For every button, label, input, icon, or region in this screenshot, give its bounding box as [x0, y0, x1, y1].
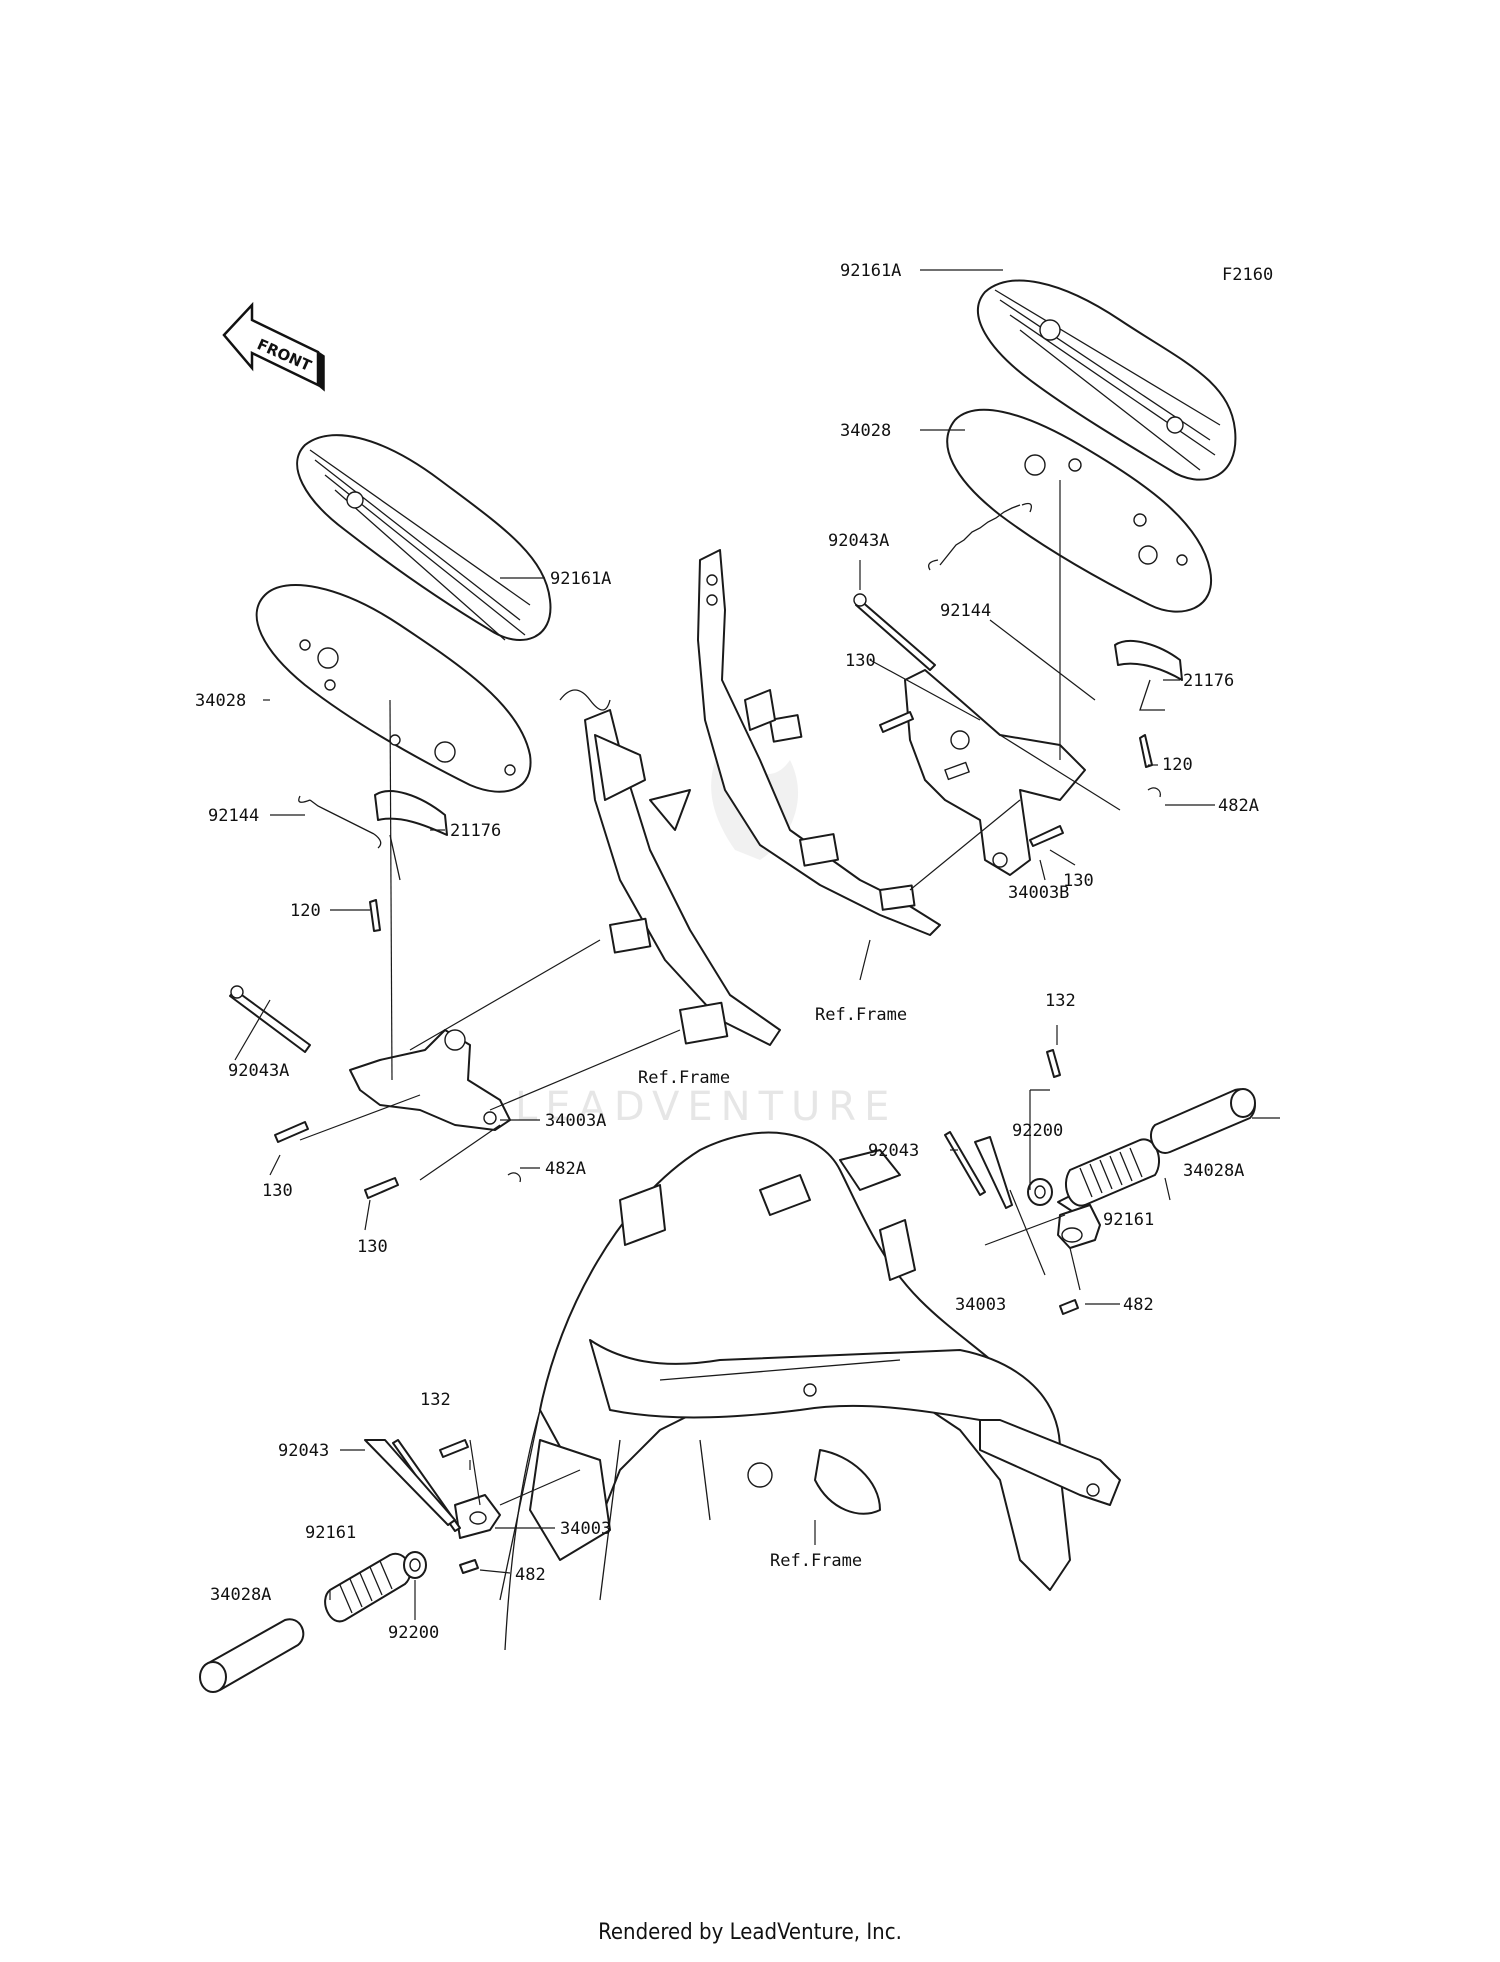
right-pivot-pin-92043A — [853, 593, 936, 671]
right-bolts — [879, 711, 1161, 847]
label-130-left-b: 130 — [357, 1237, 388, 1257]
left-washer-92200 — [403, 1551, 427, 1579]
label-482-left: 482 — [515, 1565, 546, 1585]
label-132-right: 132 — [1045, 991, 1076, 1011]
label-92144-left: 92144 — [208, 806, 259, 826]
label-92043a-left: 92043A — [228, 1061, 289, 1081]
label-34028-left: 34028 — [195, 691, 246, 711]
label-120-right: 120 — [1162, 755, 1193, 775]
label-92200-right: 92200 — [1012, 1121, 1063, 1141]
left-footpeg-rubber-92161 — [324, 1552, 412, 1623]
right-bracket-34003B — [904, 669, 1086, 876]
label-482a-left: 482A — [545, 1159, 586, 1179]
lower-leaders — [329, 1025, 1280, 1620]
label-132-left: 132 — [420, 1390, 451, 1410]
label-92043-right: 92043 — [868, 1141, 919, 1161]
label-92161a-right: 92161A — [840, 261, 901, 281]
label-482-right: 482 — [1123, 1295, 1154, 1315]
label-92161-left: 92161 — [305, 1523, 356, 1543]
left-bolt-132 — [439, 1439, 469, 1458]
callout-labels: 92161A 34028 92043A 92144 21176 130 120 … — [195, 261, 1259, 1643]
label-34003a: 34003A — [545, 1111, 606, 1131]
right-cotter-482 — [1059, 1299, 1079, 1315]
left-floorboard-spring — [298, 795, 382, 849]
right-pin-92043 — [944, 1131, 986, 1196]
right-floorboard-mat — [976, 279, 1237, 481]
label-21176-left: 21176 — [450, 821, 501, 841]
front-arrow-icon: FRONT — [222, 301, 325, 392]
label-34028a-right: 34028A — [1183, 1161, 1244, 1181]
right-washer-92200 — [1027, 1178, 1053, 1206]
label-34003-right: 34003 — [955, 1295, 1006, 1315]
label-21176-right: 21176 — [1183, 671, 1234, 691]
left-floorboard-mat — [296, 434, 552, 641]
right-footpeg-rubber-92161 — [1065, 1138, 1160, 1207]
right-floorboard-spring — [927, 502, 1033, 571]
diagram-code: F2160 — [1222, 265, 1273, 285]
left-leaders — [234, 577, 681, 1231]
footer-credit: Rendered by LeadVenture, Inc. — [598, 1920, 902, 1945]
left-cotter-482 — [459, 1559, 479, 1574]
label-34003-left: 34003 — [560, 1519, 611, 1539]
right-floorboard-bracket — [1114, 640, 1183, 711]
left-floorboard-base — [255, 584, 532, 793]
label-130-right-lower: 130 — [1063, 871, 1094, 891]
label-ref-frame-mid: Ref.Frame — [638, 1068, 730, 1088]
label-92200-left: 92200 — [388, 1623, 439, 1643]
label-92043a-right: 92043A — [828, 531, 889, 551]
label-ref-frame-top: Ref.Frame — [815, 1005, 907, 1025]
label-34028a-left: 34028A — [210, 1585, 271, 1605]
left-bolts — [274, 899, 521, 1199]
right-floorboard-base — [946, 408, 1213, 613]
left-pivot-pin-92043A — [229, 985, 311, 1053]
right-upper-frame — [697, 549, 941, 936]
label-34028-right: 34028 — [840, 421, 891, 441]
label-482a-right: 482A — [1218, 796, 1259, 816]
left-upper-frame — [559, 689, 781, 1046]
left-footpeg-cover-34028A — [199, 1618, 305, 1693]
label-34003b: 34003B — [1008, 883, 1069, 903]
label-130-left-a: 130 — [262, 1181, 293, 1201]
main-frame — [499, 1131, 1121, 1651]
right-leaders — [859, 269, 1215, 981]
label-120-left: 120 — [290, 901, 321, 921]
label-92161-right: 92161 — [1103, 1210, 1154, 1230]
label-ref-frame-bottom: Ref.Frame — [770, 1551, 862, 1571]
right-footpeg-cover-34028A — [1150, 1088, 1256, 1154]
left-bracket-34003A — [349, 1029, 511, 1131]
label-92144-right: 92144 — [940, 601, 991, 621]
left-pin-92043 — [364, 1439, 456, 1526]
label-130-right-upper: 130 — [845, 651, 876, 671]
right-bolt-132 — [1046, 1049, 1061, 1078]
label-92043-left: 92043 — [278, 1441, 329, 1461]
label-92161a-left: 92161A — [550, 569, 611, 589]
left-floorboard-bracket — [374, 790, 448, 881]
watermark-text: LEADVENTURE — [515, 1084, 897, 1130]
